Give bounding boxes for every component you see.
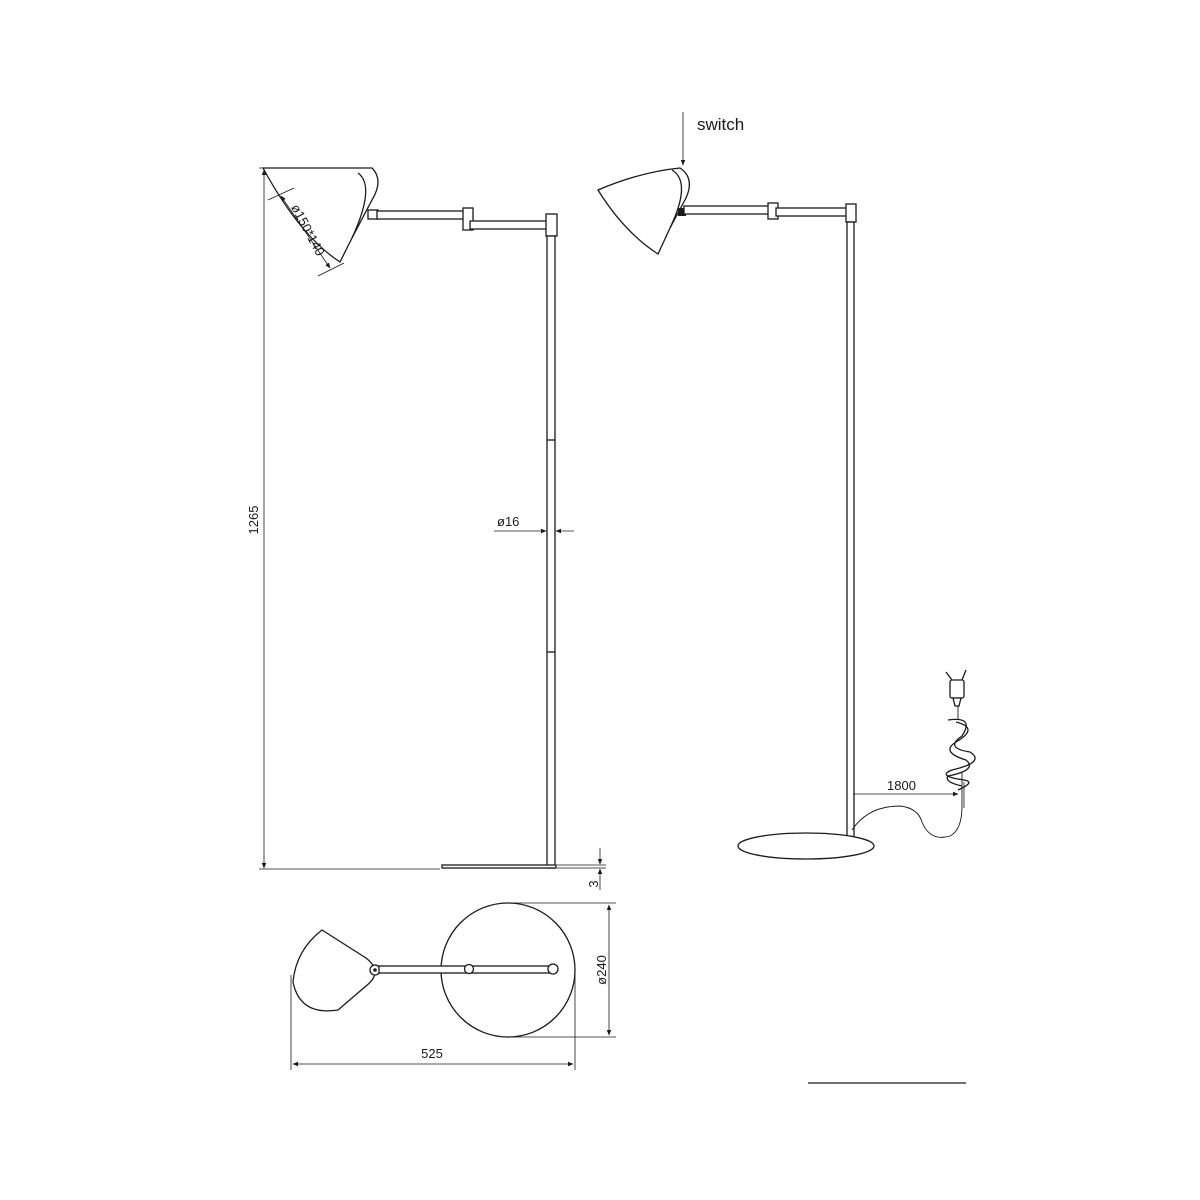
cord-coil [945,706,976,791]
height-label: 1265 [246,506,261,535]
side-view-dimensioned: 1265 ø150*140 ø16 3 [246,167,606,890]
lamp-shade-perspective [597,167,691,255]
plug-icon [945,669,967,707]
switch-label: switch [697,115,744,134]
base-diameter-label: ø240 [594,955,609,985]
pole-diameter-dimension: ø16 [494,514,574,534]
swing-arm-top [378,963,559,975]
base-thickness-dimension: 3 [557,848,606,890]
swing-arm-perspective [683,202,857,223]
power-cord [851,669,976,838]
switch-callout: switch [680,112,744,166]
top-view: ø240 525 [290,902,616,1070]
cord-length-dimension: 1800 [853,778,965,808]
pole [546,235,556,869]
reach-label: 525 [421,1046,443,1061]
pole-diameter-label: ø16 [497,514,519,529]
base-thickness-label: 3 [586,880,601,887]
reach-dimension: 525 [290,975,576,1070]
base-diameter-dimension: ø240 [508,902,616,1038]
swing-arm [376,207,558,237]
pole-perspective [846,221,855,845]
perspective-view: switch [597,112,976,860]
lamp-shade-top [292,929,381,1012]
lamp-base [441,864,557,869]
height-dimension: 1265 [246,167,440,870]
cord-length-label: 1800 [887,778,916,793]
lamp-base-perspective [737,832,875,860]
